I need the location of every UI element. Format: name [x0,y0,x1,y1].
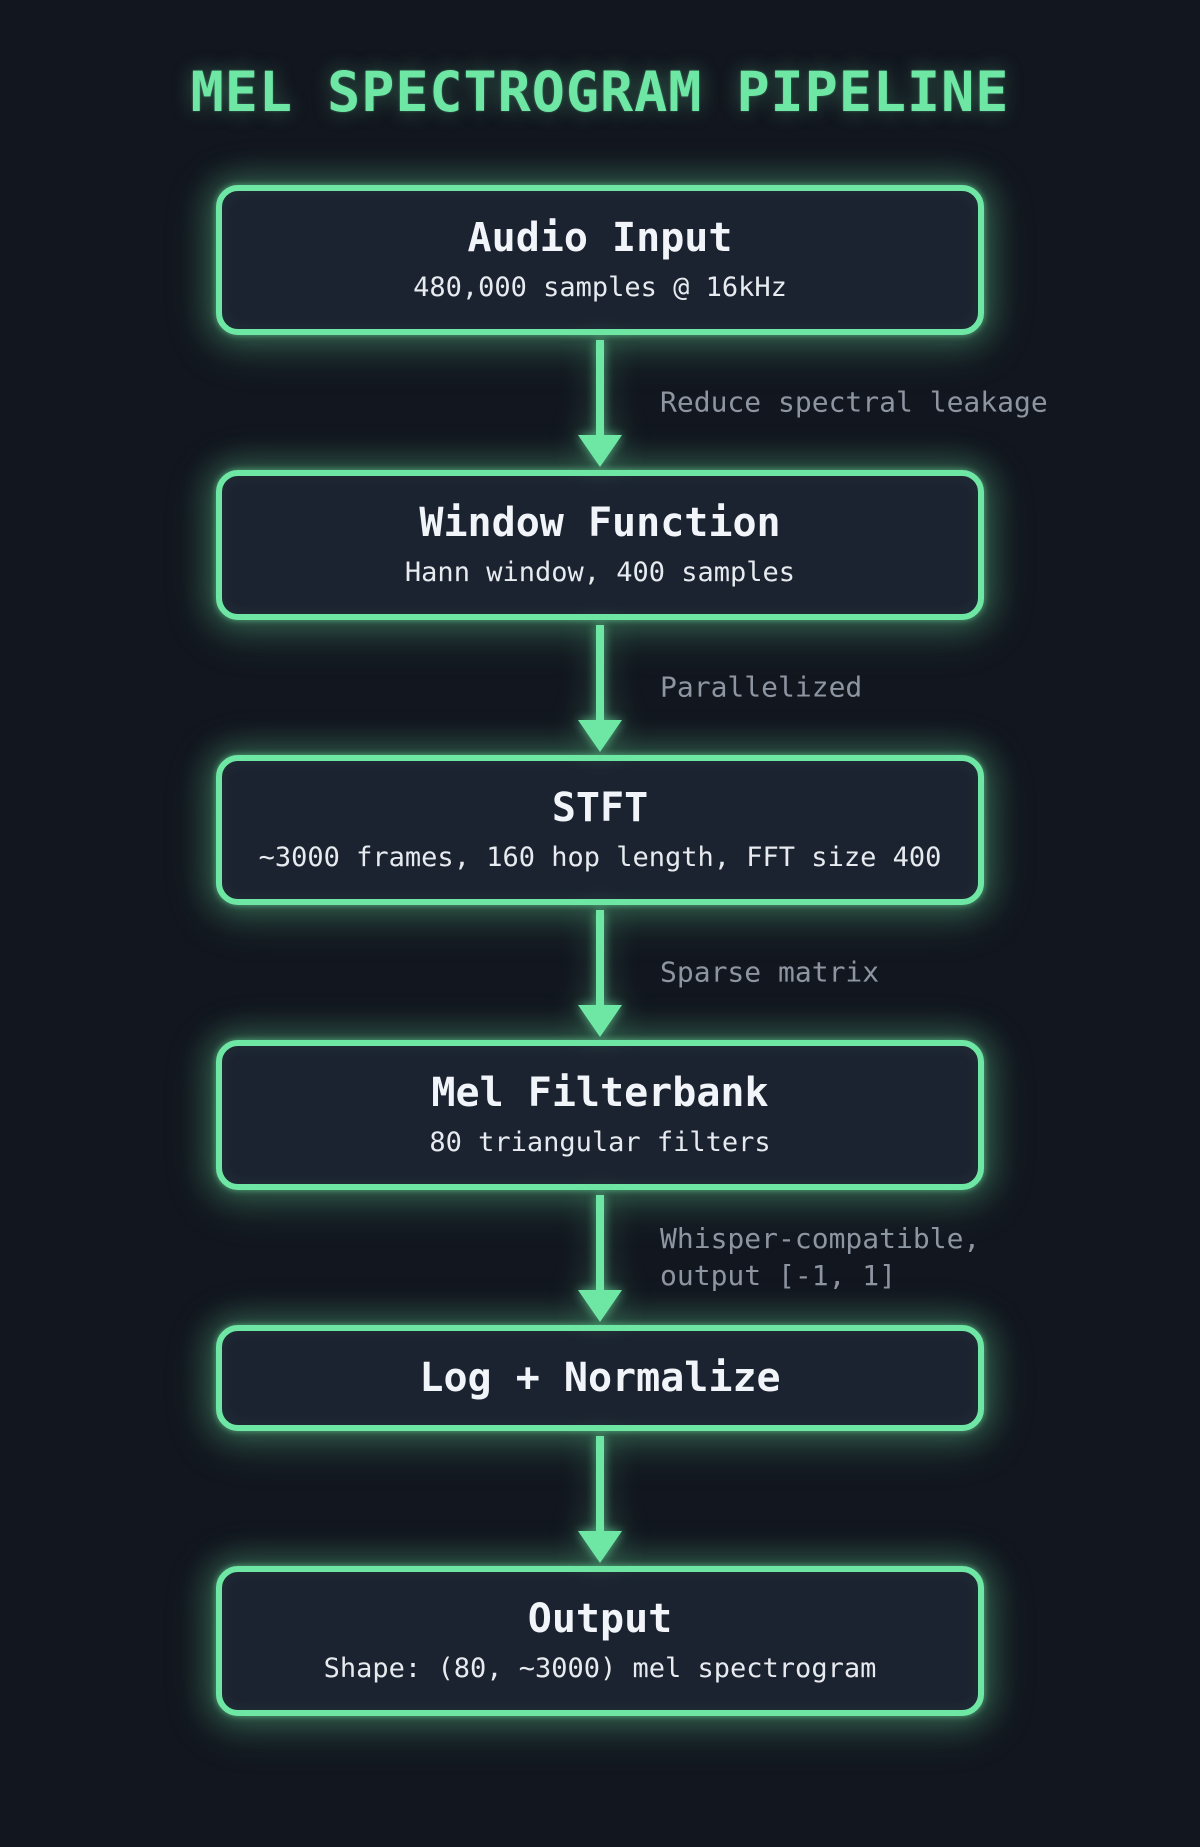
pipeline-diagram: MEL SPECTROGRAM PIPELINE Audio Input 480… [0,58,1200,1847]
arrow-shaft [596,339,604,441]
node-title: Mel Filterbank [431,1069,769,1116]
node-mel-filterbank: Mel Filterbank 80 triangular filters [216,1039,984,1190]
node-stft: STFT ~3000 frames, 160 hop length, FFT s… [216,754,984,905]
node-subtitle: 480,000 samples @ 16kHz [413,271,787,303]
diagram-title: MEL SPECTROGRAM PIPELINE [190,60,1010,124]
node-title: Log + Normalize [419,1354,781,1401]
node-subtitle: Shape: (80, ~3000) mel spectrogram [323,1652,877,1684]
edge-label: Reduce spectral leakage [660,385,1048,419]
node-subtitle: Hann window, 400 samples [404,556,796,588]
pipeline-stack: Audio Input 480,000 samples @ 16kHz Redu… [0,184,1200,1716]
arrow-down-icon [578,909,622,1037]
arrow-shaft [596,909,604,1011]
edge-label: Whisper-compatible, output [-1, 1] [660,1222,981,1293]
arrow-head [578,1530,622,1563]
node-subtitle: 80 triangular filters [429,1126,771,1158]
arrow-down-icon [578,1194,622,1322]
arrow-head [578,1004,622,1037]
arrow-down-icon [578,624,622,752]
arrow-down-icon [578,1435,622,1563]
arrow-shaft [596,1435,604,1537]
node-audio-input: Audio Input 480,000 samples @ 16kHz [216,184,984,335]
node-title: STFT [551,784,649,831]
arrow-shaft [596,1194,604,1296]
node-log-normalize: Log + Normalize [216,1324,984,1431]
arrow-down-icon [578,339,622,467]
edge-lognorm-to-output [0,1431,1200,1566]
arrow-head [578,1289,622,1322]
edge-stft-to-filterbank: Sparse matrix [0,905,1200,1040]
edge-label: Parallelized [660,670,863,704]
arrow-head [578,434,622,467]
node-subtitle: ~3000 frames, 160 hop length, FFT size 4… [258,841,942,873]
node-window-function: Window Function Hann window, 400 samples [216,469,984,620]
node-output: Output Shape: (80, ~3000) mel spectrogra… [216,1565,984,1716]
arrow-shaft [596,624,604,726]
edge-label: Sparse matrix [660,955,880,989]
node-title: Window Function [419,499,781,546]
edge-filterbank-to-lognorm: Whisper-compatible, output [-1, 1] [0,1190,1200,1325]
arrow-head [578,719,622,752]
node-title: Audio Input [467,214,733,261]
node-title: Output [527,1595,673,1642]
edge-audio-to-window: Reduce spectral leakage [0,335,1200,470]
edge-window-to-stft: Parallelized [0,620,1200,755]
